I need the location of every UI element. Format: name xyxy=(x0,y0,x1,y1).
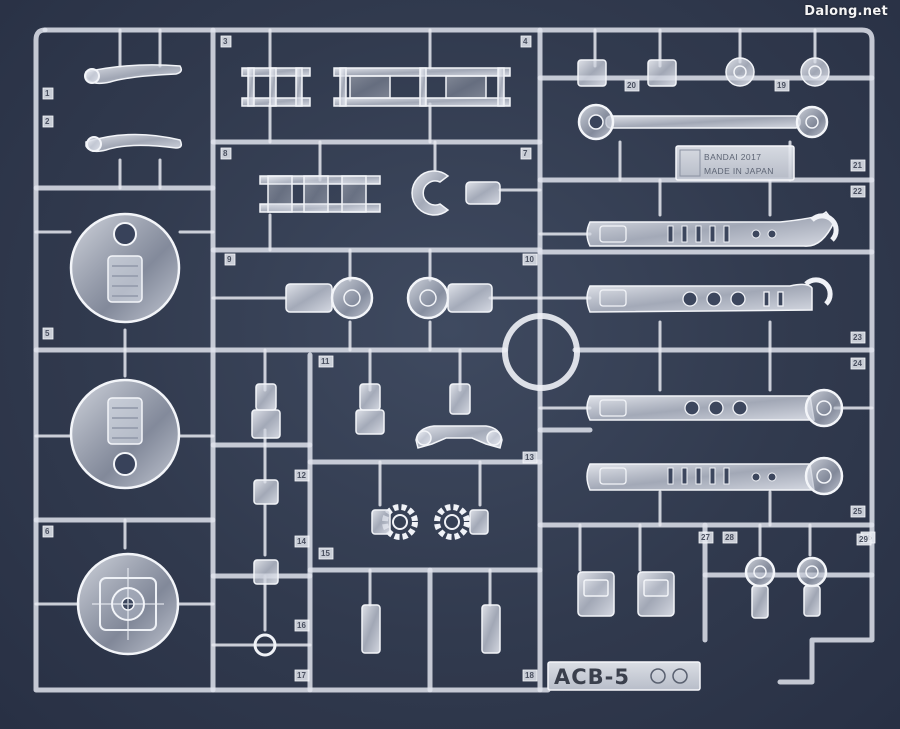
part-number-tag: 4 xyxy=(523,37,528,46)
maker-line-1: BANDAI 2017 xyxy=(704,152,761,162)
part-number-tag-bg xyxy=(774,79,790,92)
part-number-tag: 21 xyxy=(853,161,862,170)
part-frame-long xyxy=(333,67,511,107)
part-number-tag: 20 xyxy=(627,81,636,90)
runner-code: ACB-5 xyxy=(554,665,630,689)
part-gears xyxy=(371,504,489,540)
part-number-tag: 25 xyxy=(853,507,862,516)
part-number-tag: 7 xyxy=(523,149,528,158)
part-number-tag: 12 xyxy=(297,471,306,480)
part-number-tag-bg xyxy=(522,253,538,266)
part-bracket xyxy=(415,425,503,449)
part-small-joints xyxy=(744,556,828,619)
part-number-tag: 1 xyxy=(45,89,50,98)
part-number-tag: 8 xyxy=(223,149,228,158)
part-number-tag: 27 xyxy=(701,533,710,542)
part-number-tag-bg xyxy=(850,505,866,518)
part-number-tag: 5 xyxy=(45,329,50,338)
part-arm-curve-lower xyxy=(85,133,183,153)
part-number-tag-bg xyxy=(850,331,866,344)
part-ring xyxy=(502,313,580,391)
part-number-tag-bg xyxy=(850,357,866,370)
runner-frame xyxy=(33,27,875,693)
part-number-tag-bg xyxy=(520,147,532,160)
part-number-tag: 28 xyxy=(725,533,734,542)
part-disc-1 xyxy=(69,212,181,324)
part-number-tag-bg xyxy=(294,535,310,548)
part-number-tag-bg xyxy=(850,185,866,198)
part-small-ring xyxy=(253,633,277,657)
part-number-tag-bg xyxy=(294,669,310,682)
part-number-tag-bg xyxy=(624,79,640,92)
part-long-arm-2 xyxy=(586,277,833,313)
part-number-tag-bg xyxy=(318,547,334,560)
part-number-tag-bg xyxy=(220,147,232,160)
part-long-arm-4 xyxy=(586,456,844,496)
part-number-tag: 17 xyxy=(297,671,306,680)
part-ladder xyxy=(259,175,381,213)
part-number-tag: 13 xyxy=(525,453,534,462)
part-number-tag-bg xyxy=(520,35,532,48)
part-disc-2 xyxy=(69,378,181,490)
watermark: Dalong.net xyxy=(804,4,888,19)
part-number-tag: 9 xyxy=(227,255,232,264)
part-number-tag: 29 xyxy=(859,535,868,544)
part-number-tag-bg xyxy=(856,533,872,546)
part-top-cubes xyxy=(577,57,830,87)
part-number-tag: 24 xyxy=(853,359,862,368)
part-number-tag: 10 xyxy=(525,255,534,264)
maker-plate: BANDAI 2017 MADE IN JAPAN xyxy=(675,145,795,181)
part-number-tag: 14 xyxy=(297,537,306,546)
part-number-tag: 6 xyxy=(45,527,50,536)
part-arm-curve-upper xyxy=(84,64,183,85)
part-number-tag-bg xyxy=(722,531,738,544)
part-joint-1 xyxy=(285,276,374,320)
part-blocks xyxy=(251,383,501,654)
part-number-tag-bg xyxy=(42,525,54,538)
part-number-tag: 2 xyxy=(45,117,50,126)
part-disc-3 xyxy=(76,552,180,656)
part-number-tag-bg xyxy=(220,35,232,48)
part-number-tag: 23 xyxy=(853,333,862,342)
part-number-tag-bg xyxy=(294,469,310,482)
part-number-tag: 3 xyxy=(223,37,228,46)
part-number-tag-bg xyxy=(224,253,236,266)
gate-stubs xyxy=(34,28,874,647)
part-number-tag-bg xyxy=(698,531,714,544)
part-number-tag: 11 xyxy=(321,357,330,366)
part-number-tag-bg xyxy=(318,355,334,368)
part-long-arm-1 xyxy=(586,210,839,247)
part-number-tag-bg xyxy=(850,159,866,172)
part-number-tag: 22 xyxy=(853,187,862,196)
part-number-tag: 18 xyxy=(525,671,534,680)
runner-code-plate: ACB-5 xyxy=(547,661,701,691)
part-number-tag-bg xyxy=(42,327,54,340)
part-clip-hook xyxy=(411,170,501,216)
part-number-tag: 15 xyxy=(321,549,330,558)
part-number-tag-bg xyxy=(522,669,538,682)
part-number-tag-bg xyxy=(522,451,538,464)
part-number-tag: 19 xyxy=(777,81,786,90)
part-number-tag: 16 xyxy=(297,621,306,630)
part-rod xyxy=(577,103,829,141)
part-number-tag-bg xyxy=(294,619,310,632)
part-hands xyxy=(577,571,675,617)
part-number-tag-bg xyxy=(42,115,54,128)
maker-line-2: MADE IN JAPAN xyxy=(704,166,774,176)
part-joint-2 xyxy=(406,276,493,320)
part-frame-small xyxy=(241,67,311,107)
part-long-arm-3 xyxy=(586,388,844,428)
part-number-tag-bg xyxy=(42,87,54,100)
